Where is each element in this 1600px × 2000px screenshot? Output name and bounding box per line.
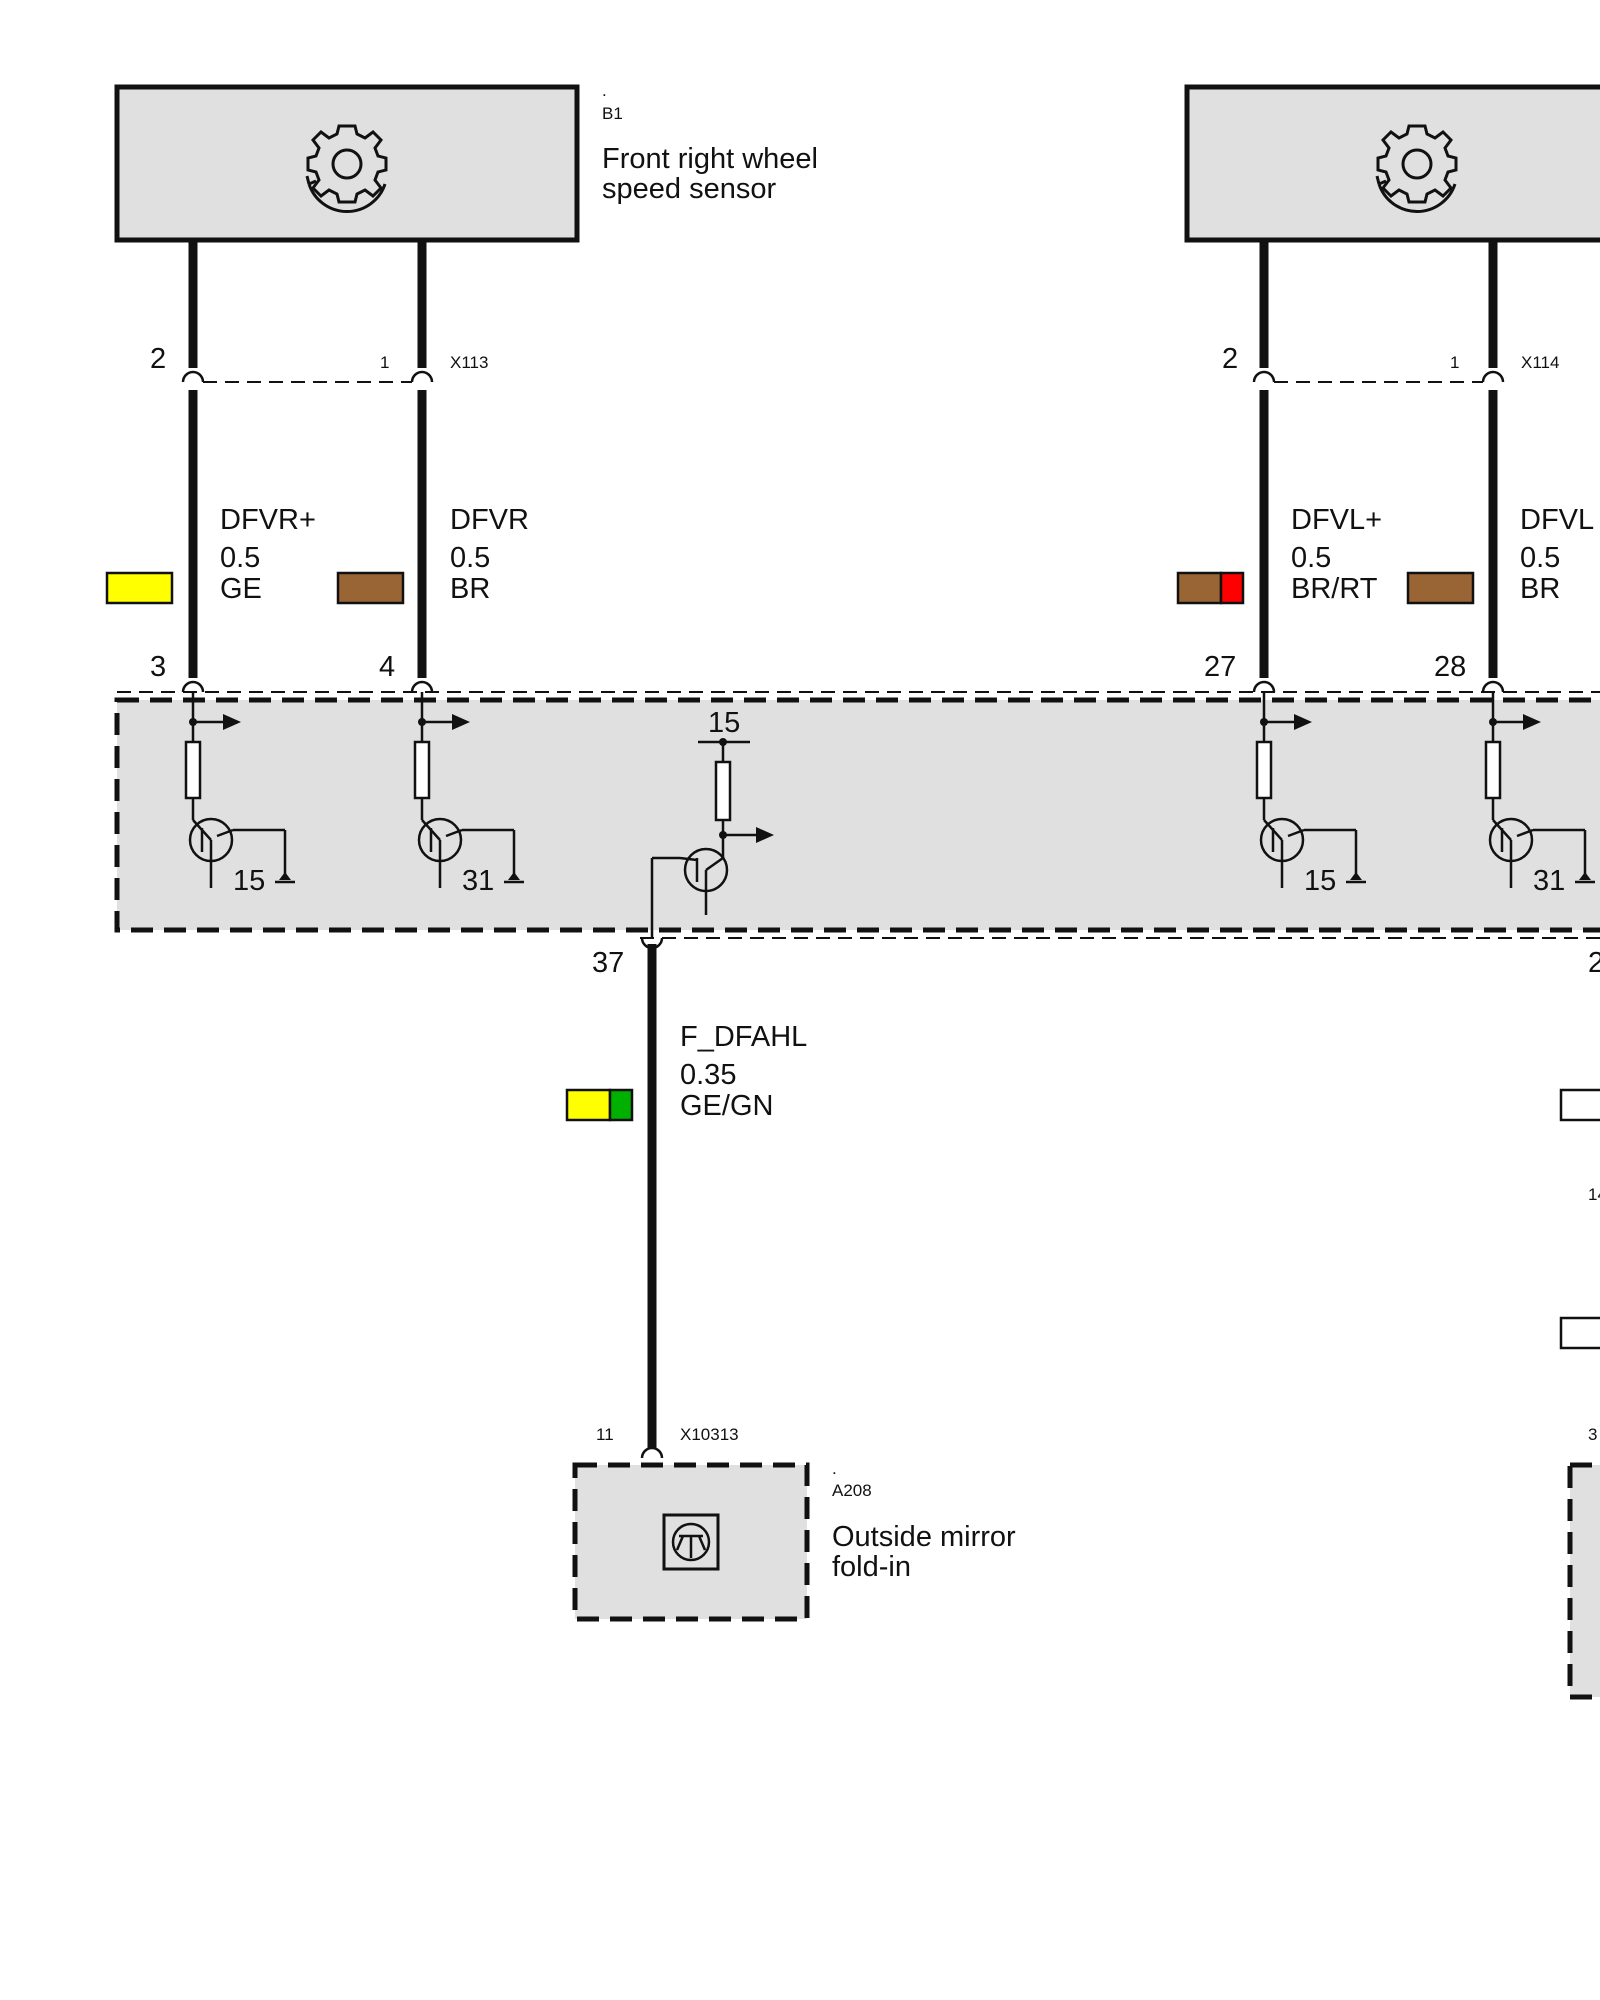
- x114-pin1-arc: [1481, 370, 1505, 383]
- swatch-br: [1406, 571, 1475, 605]
- transistor-module-icon: [662, 1513, 720, 1571]
- wire-color-code: BR/RT: [1291, 573, 1378, 605]
- ecu-module: 15 31: [114, 680, 1600, 939]
- ecu-pin-37: 37: [592, 947, 624, 979]
- ecu-input-stage-1: 15: [184, 692, 295, 897]
- a208-name-line2: fold-in: [832, 1551, 911, 1583]
- b1-name-line1: Front right wheel: [602, 143, 818, 175]
- x10313-pin: 11: [596, 1425, 614, 1444]
- b1-housing: [114, 84, 580, 243]
- ecu-pin-27: 27: [1204, 651, 1236, 683]
- ecu-pin28-arc: [1481, 680, 1505, 693]
- ecu-housing: [114, 697, 1600, 933]
- wire-signal: DFVL: [1520, 504, 1594, 536]
- a208-ref: A208: [832, 1481, 872, 1500]
- x113-pin-left: 2: [150, 343, 166, 375]
- ecu-stage-supply-label: 31: [1533, 865, 1565, 897]
- swatch-gn-part: [608, 1088, 634, 1122]
- x114-pin-left: 2: [1222, 343, 1238, 375]
- x114-pin-right: 1: [1450, 353, 1459, 372]
- x113-pin-right: 1: [380, 353, 389, 372]
- x10313-pin-arc: [640, 1446, 664, 1459]
- wire-signal: DFVR: [450, 504, 529, 536]
- wire-f-dfahl-group: F_DFAHL 0.35 GE/GN 11 X10313: [565, 937, 807, 1459]
- wire-signal: F_DFAHL: [680, 1021, 807, 1053]
- ecu-input-stage-2: 31: [413, 692, 524, 897]
- wire-size: 0.5: [220, 542, 260, 574]
- x114-pin2-arc: [1252, 370, 1276, 383]
- wire-size: 0.5: [450, 542, 490, 574]
- ecu-pin-labels: 3 4 27 28 37 2: [150, 651, 1600, 979]
- wire-color-code: GE/GN: [680, 1090, 773, 1122]
- x113-label: X113: [450, 353, 488, 372]
- ecu-stage-supply-label: 15: [233, 865, 265, 897]
- wire-label-dfvr: DFVR 0.5 BR: [336, 504, 529, 605]
- connector-x113: 2 1 X113: [150, 343, 488, 383]
- wire-signal: DFVL+: [1291, 504, 1382, 536]
- right-edge-fragments: 14 3: [1559, 1088, 1600, 1700]
- ecu-pin-4: 4: [379, 651, 395, 683]
- b2-housing: [1184, 84, 1600, 243]
- wire-signal: DFVR+: [220, 504, 316, 536]
- b1-component: . B1 Front right wheel speed sensor: [114, 81, 818, 243]
- gear-sensor-icon: [305, 124, 388, 214]
- ecu-pin4-arc: [410, 680, 434, 693]
- ecu-output-supply-label: 15: [708, 707, 740, 739]
- wire-label-dfvl: DFVL 0.5 BR: [1406, 504, 1594, 605]
- b1-name-line2: speed sensor: [602, 173, 776, 205]
- connector-x114: 2 1 X114: [1222, 343, 1559, 383]
- wire-size: 0.5: [1291, 542, 1331, 574]
- wire-label-dfvr-plus: DFVR+ 0.5 GE: [105, 504, 316, 605]
- wire-label-dfvl-plus: DFVL+ 0.5 BR/RT: [1176, 504, 1382, 605]
- wire-size: 0.35: [680, 1059, 736, 1091]
- swatch-br-part: [1176, 571, 1223, 605]
- b1-ref: B1: [602, 104, 623, 123]
- swatch-ge-part: [565, 1088, 612, 1122]
- b2-component: [1184, 84, 1600, 243]
- x113-pin1-arc: [410, 370, 434, 383]
- ecu-pin3-arc: [181, 680, 205, 693]
- a208-dot: .: [832, 1459, 837, 1478]
- b1-dot: .: [602, 81, 607, 100]
- x114-label: X114: [1521, 353, 1559, 372]
- a208-name-line1: Outside mirror: [832, 1521, 1016, 1553]
- swatch-partial-1: [1559, 1088, 1600, 1122]
- swatch-ge: [105, 571, 174, 605]
- pin-partial-1: 14: [1588, 1185, 1600, 1204]
- ecu-input-stage-3: 15: [1255, 692, 1366, 897]
- wire-color-code: BR: [450, 573, 490, 605]
- pin-partial-2: 3: [1588, 1425, 1597, 1444]
- ecu-pin-3: 3: [150, 651, 166, 683]
- ecu-output-stage: 15: [650, 707, 774, 938]
- ecu-stage-supply-label: 31: [462, 865, 494, 897]
- x10313-label: X10313: [680, 1425, 739, 1444]
- wire-size: 0.5: [1520, 542, 1560, 574]
- ecu-stage-supply-label: 15: [1304, 865, 1336, 897]
- component-partial: [1567, 1462, 1600, 1700]
- ecu-input-stage-4: 31: [1484, 692, 1595, 897]
- wire-color-code: BR: [1520, 573, 1560, 605]
- swatch-br: [336, 571, 405, 605]
- ecu-pin-partial: 2: [1588, 947, 1600, 979]
- gear-sensor-icon: [1375, 124, 1458, 214]
- swatch-partial-2: [1559, 1316, 1600, 1350]
- x113-pin2-arc: [181, 370, 205, 383]
- swatch-rt-part: [1219, 571, 1245, 605]
- sensor-wires: [188, 238, 1498, 678]
- a208-component: . A208 Outside mirror fold-in: [572, 1459, 1016, 1622]
- ecu-pin27-arc: [1252, 680, 1276, 693]
- wire-color-code: GE: [220, 573, 262, 605]
- ecu-pin-28: 28: [1434, 651, 1466, 683]
